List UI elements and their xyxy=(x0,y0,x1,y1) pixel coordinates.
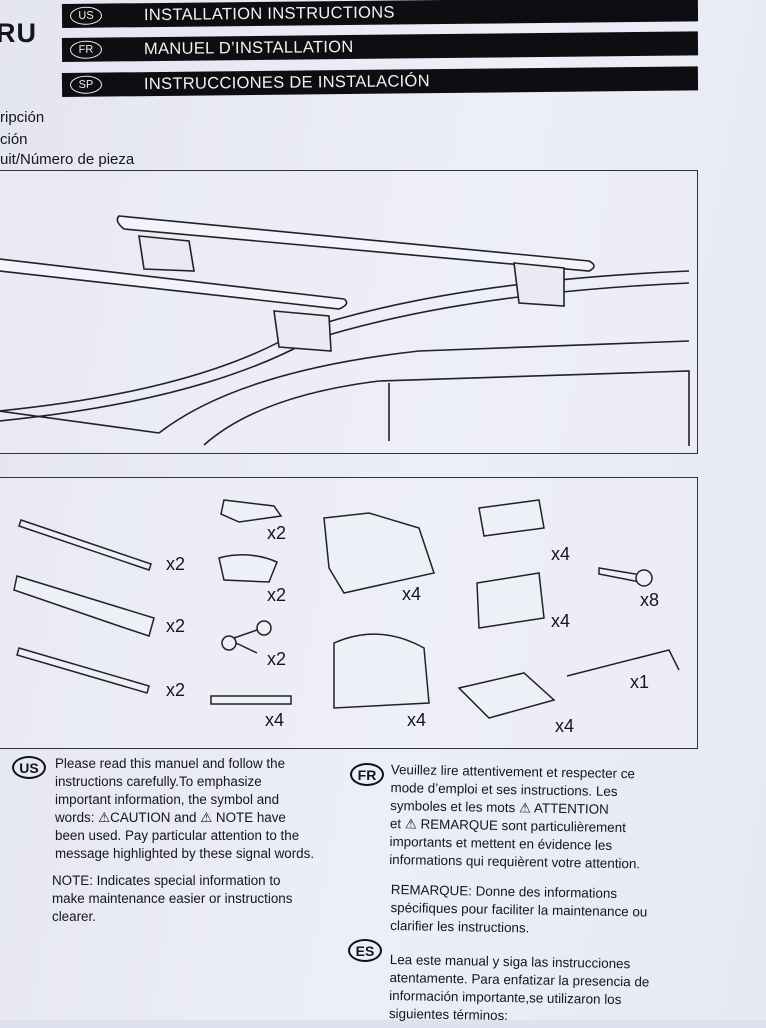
title-bar-fr: FR MANUEL D’INSTALLATION xyxy=(61,31,699,62)
fr-note-text: REMARQUE: Donne des informations spécifi… xyxy=(390,881,648,936)
us-note-text: NOTE: Indicates special information to m… xyxy=(52,873,293,924)
allen-key-icon xyxy=(566,649,680,677)
qty-key: x2 xyxy=(267,649,287,669)
sub-line-1: ripción xyxy=(0,109,45,126)
sp-badge: SP xyxy=(69,75,103,94)
qty-clamp-bracket: x4 xyxy=(551,611,571,631)
car-roof-rack-illustration xyxy=(0,170,698,454)
parts-drawings xyxy=(13,499,680,719)
foot-icon xyxy=(323,512,435,594)
sub-line-3: uit/Número de pieza xyxy=(0,151,135,168)
title-bar-us: US INSTALLATION INSTRUCTIONS xyxy=(61,0,699,28)
es-language-badge: ES xyxy=(348,939,382,962)
us-instructions-text: Please read this manuel and follow the i… xyxy=(55,756,315,861)
qty-bolt: x8 xyxy=(640,590,660,610)
qty-foot: x4 xyxy=(402,584,422,604)
brand-logo: RU xyxy=(0,18,37,48)
qty-screws: x4 xyxy=(265,710,285,730)
title-sp: INSTRUCCIONES DE INSTALACIÓN xyxy=(143,71,430,93)
rubber-strip-icon xyxy=(16,647,150,694)
fr-badge: FR xyxy=(69,40,103,59)
end-cap-2-icon xyxy=(218,554,278,583)
qty-allen-key: x1 xyxy=(630,672,650,692)
qty-roof-bar: x2 xyxy=(166,616,186,636)
title-us: INSTALLATION INSTRUCTIONS xyxy=(143,3,395,24)
qty-rubber-strip: x2 xyxy=(166,680,186,700)
qty-end-cap: x2 xyxy=(267,523,287,543)
us-language-badge: US xyxy=(12,756,46,779)
car-with-roof-bars-drawing xyxy=(0,215,690,446)
pad-bracket-icon xyxy=(478,499,545,537)
qty-foot-cover: x4 xyxy=(407,710,427,730)
screws-icon xyxy=(210,695,292,705)
fr-language-badge: FR xyxy=(350,763,384,786)
clamp-bracket-icon xyxy=(476,572,545,629)
foot-cover-icon xyxy=(333,633,430,709)
sub-line-2: ción xyxy=(0,131,28,148)
bar-cover-strip-icon xyxy=(18,519,152,571)
title-bar-sp: SP INSTRUCCIONES DE INSTALACIÓN xyxy=(61,66,699,97)
parts-list-panel: x2 x2 x2 x2 x2 x2 x4 x4 x4 x4 x4 x4 x8 x… xyxy=(0,477,698,749)
key-icon xyxy=(256,620,272,636)
es-instructions-text: Lea este manual y siga las instrucciones… xyxy=(388,951,650,1024)
rubber-pad-icon xyxy=(457,672,556,719)
fr-instructions-text: Veuillez lire attentivement et respecter… xyxy=(389,761,641,872)
title-fr: MANUEL D’INSTALLATION xyxy=(143,37,354,58)
us-badge: US xyxy=(69,6,103,25)
end-cap-icon xyxy=(220,499,283,523)
qty-pad-bracket: x4 xyxy=(551,544,571,564)
qty-end-cap-2: x2 xyxy=(267,585,287,605)
qty-rubber-pad: x4 xyxy=(555,716,575,736)
qty-cover-strip: x2 xyxy=(166,554,186,574)
roof-bar-icon xyxy=(13,575,155,637)
